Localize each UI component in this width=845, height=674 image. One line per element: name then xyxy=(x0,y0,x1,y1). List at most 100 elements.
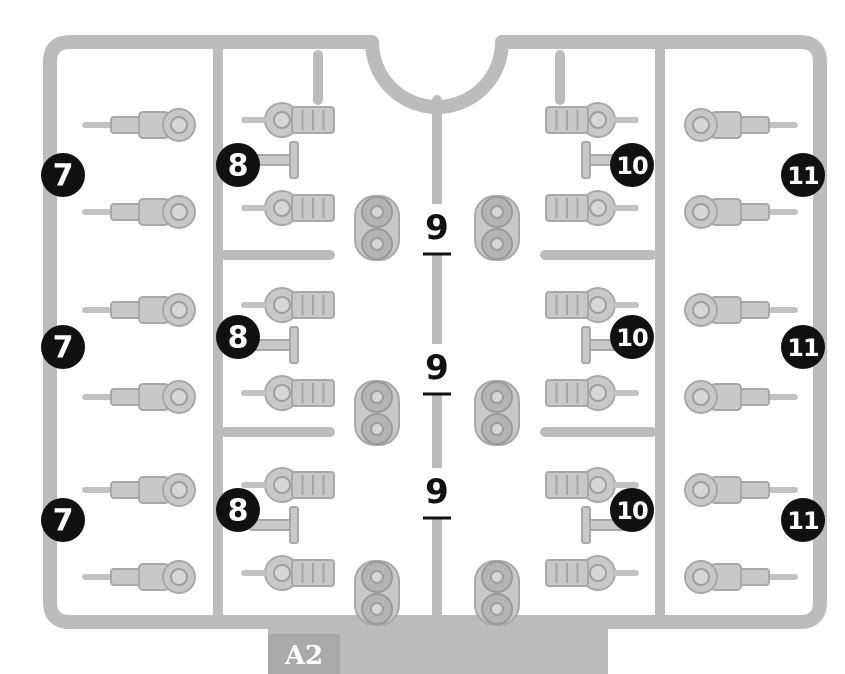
part-8 xyxy=(241,555,335,591)
label-part-11-text: 11 xyxy=(787,507,819,535)
part-8 xyxy=(241,190,335,226)
link-bottom-hole xyxy=(490,237,504,251)
part-hole xyxy=(589,111,607,129)
label-part-7-text: 7 xyxy=(53,159,74,194)
label-part-11-text: 11 xyxy=(787,162,819,190)
part-7 xyxy=(82,108,196,142)
part-shaft xyxy=(738,388,770,406)
link-bottom-hole xyxy=(490,422,504,436)
label-part-11-circle xyxy=(781,153,825,197)
label-part-8-circle xyxy=(216,488,260,532)
part-hole xyxy=(589,384,607,402)
part-hole xyxy=(692,481,710,499)
label-part-9: 9 xyxy=(419,344,455,396)
part-hole xyxy=(273,111,291,129)
part-hole xyxy=(273,476,291,494)
part-hole xyxy=(589,564,607,582)
pin-head xyxy=(289,506,299,544)
label-part-9-text: 9 xyxy=(425,208,449,248)
label-part-10: 10 xyxy=(610,488,654,532)
part-hole xyxy=(170,568,188,586)
label-part-8-text: 8 xyxy=(228,149,249,184)
part-hole xyxy=(170,481,188,499)
label-part-7-circle xyxy=(41,153,85,197)
label-part-10-circle xyxy=(610,143,654,187)
part-shaft xyxy=(738,481,770,499)
label-part-8: 8 xyxy=(216,143,260,187)
sprue-frame xyxy=(43,35,827,629)
label-part-8: 8 xyxy=(216,315,260,359)
link-top-hole xyxy=(490,390,504,404)
part-hole xyxy=(589,296,607,314)
label-part-9-text: 9 xyxy=(425,348,449,388)
part-8 xyxy=(241,467,335,503)
part-shaft xyxy=(738,301,770,319)
sprue-tag-label: A2 xyxy=(284,641,323,671)
part-hole xyxy=(170,388,188,406)
sprue-tag-box xyxy=(268,634,340,674)
part-11 xyxy=(684,473,798,507)
part-shaft xyxy=(110,568,142,586)
link-top-hole xyxy=(490,205,504,219)
part-9 xyxy=(474,380,520,446)
pin-head xyxy=(289,141,299,179)
part-11 xyxy=(684,293,798,327)
label-part-11-circle xyxy=(781,498,825,542)
label-part-11-text: 11 xyxy=(787,334,819,362)
part-shaft xyxy=(738,116,770,134)
label-part-9: 9 xyxy=(419,204,455,256)
part-hole xyxy=(692,116,710,134)
label-part-8-circle xyxy=(216,315,260,359)
part-shaft xyxy=(738,568,770,586)
part-hole xyxy=(170,116,188,134)
part-shaft xyxy=(738,203,770,221)
link-bottom-hole xyxy=(370,602,384,616)
part-8 xyxy=(241,102,335,138)
part-9 xyxy=(354,560,400,626)
label-part-9-bg xyxy=(419,468,455,518)
part-11 xyxy=(684,195,798,229)
part-11 xyxy=(684,560,798,594)
label-part-9: 9 xyxy=(419,468,455,520)
part-hole xyxy=(273,384,291,402)
part-hole xyxy=(692,388,710,406)
part-11 xyxy=(684,108,798,142)
link-top-hole xyxy=(370,570,384,584)
label-part-10-text: 10 xyxy=(616,497,648,525)
part-10 xyxy=(545,190,639,226)
label-part-7: 7 xyxy=(41,153,85,197)
part-hole xyxy=(692,568,710,586)
label-part-11-circle xyxy=(781,325,825,369)
part-9 xyxy=(474,560,520,626)
part-10 xyxy=(545,287,639,323)
label-part-11: 11 xyxy=(781,153,825,197)
label-part-7: 7 xyxy=(41,325,85,369)
link-top-hole xyxy=(370,390,384,404)
part-10 xyxy=(545,102,639,138)
part-shaft xyxy=(110,203,142,221)
link-bottom-hole xyxy=(370,422,384,436)
label-part-10: 10 xyxy=(610,143,654,187)
part-shaft xyxy=(110,116,142,134)
part-10 xyxy=(545,375,639,411)
link-top-hole xyxy=(370,205,384,219)
pin-head xyxy=(289,326,299,364)
label-part-11: 11 xyxy=(781,325,825,369)
part-shaft xyxy=(110,481,142,499)
label-part-7-text: 7 xyxy=(53,504,74,539)
part-hole xyxy=(692,301,710,319)
pin-head xyxy=(581,326,591,364)
part-10 xyxy=(545,555,639,591)
label-part-8-text: 8 xyxy=(228,494,249,529)
part-8 xyxy=(241,287,335,323)
part-hole xyxy=(273,564,291,582)
part-8-pin xyxy=(249,141,299,179)
label-part-10-text: 10 xyxy=(616,152,648,180)
part-shaft xyxy=(110,388,142,406)
label-part-8-text: 8 xyxy=(228,321,249,356)
part-10 xyxy=(545,467,639,503)
label-part-11: 11 xyxy=(781,498,825,542)
label-part-7-circle xyxy=(41,325,85,369)
